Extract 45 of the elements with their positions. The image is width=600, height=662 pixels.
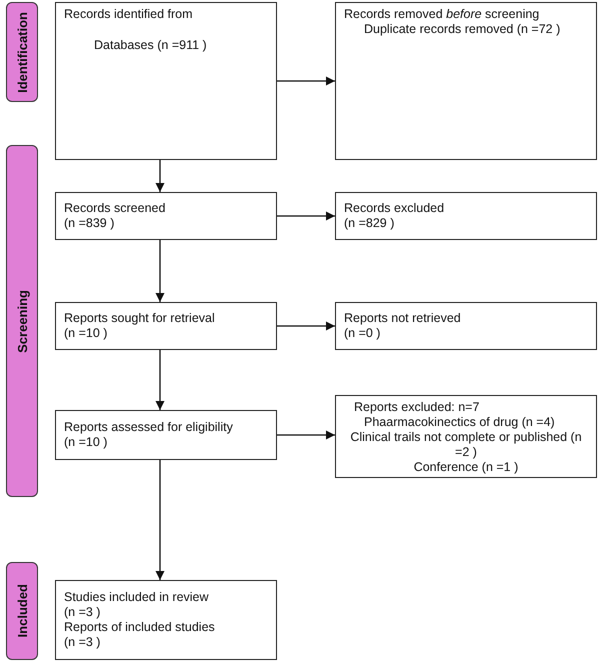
arrow xyxy=(155,460,165,580)
process-box xyxy=(335,192,597,240)
stage-band xyxy=(6,562,38,660)
box-text: Records screened xyxy=(64,201,166,216)
process-box xyxy=(335,302,597,350)
box-text: Clinical trails not complete or published (n =2 ) xyxy=(349,430,583,460)
box-text: Reports assessed for eligibility xyxy=(64,420,234,435)
box-text: Records removed before screening xyxy=(344,7,540,22)
stage-label: Included xyxy=(14,584,30,638)
stage-label: Identification xyxy=(14,12,30,92)
process-box xyxy=(55,302,277,350)
box-text: Reports sought for retrieval xyxy=(64,311,216,326)
stage-band xyxy=(6,145,38,497)
arrow xyxy=(155,160,165,192)
box-text: Duplicate records removed (n =72 ) xyxy=(363,22,562,37)
box-text: (n =829 ) xyxy=(344,216,396,231)
process-box xyxy=(55,192,277,240)
box-text: (n =10 ) xyxy=(64,435,108,450)
process-box xyxy=(55,410,277,460)
process-box xyxy=(55,580,277,660)
process-box xyxy=(335,395,597,478)
arrow xyxy=(277,430,335,440)
process-box xyxy=(335,2,597,160)
stage-band xyxy=(6,2,38,102)
box-text: Reports not retrieved xyxy=(344,311,462,326)
box-text: Records excluded xyxy=(344,201,446,216)
box-text: Reports of included studies xyxy=(64,620,216,635)
box-text: Studies included in review xyxy=(64,590,210,605)
box-text: Records identified from xyxy=(64,7,194,22)
box-text: Conference (n =1 ) xyxy=(412,460,520,475)
box-text: (n =839 ) xyxy=(64,216,116,231)
arrow xyxy=(155,350,165,410)
box-text: Phaarmacokinectics of drug (n =4) xyxy=(363,415,556,430)
arrow xyxy=(155,240,165,302)
box-text: Reports excluded: n=7 xyxy=(353,400,480,415)
box-text: (n =3 ) xyxy=(64,635,102,650)
box-text: (n =10 ) xyxy=(64,326,108,341)
arrow xyxy=(277,321,335,331)
box-text: Databases (n =911 ) xyxy=(93,38,208,53)
stage-label: Screening xyxy=(14,290,30,352)
box-text: (n =3 ) xyxy=(64,605,102,620)
process-box xyxy=(55,2,277,160)
arrow xyxy=(277,76,335,86)
arrow xyxy=(277,211,335,221)
box-text: (n =0 ) xyxy=(344,326,382,341)
